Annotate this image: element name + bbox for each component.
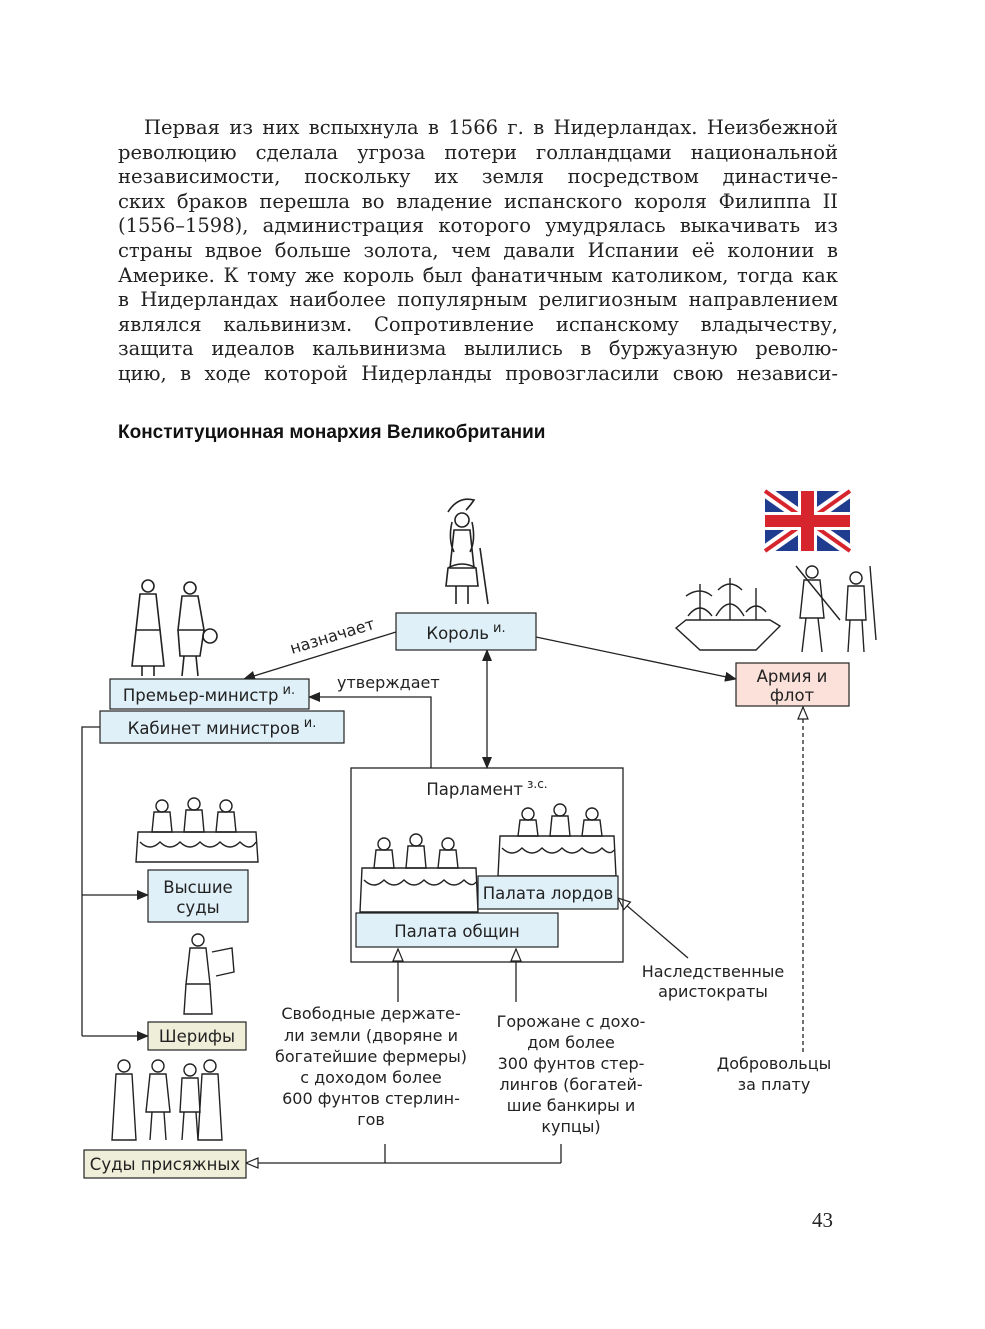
prime-minister-box bbox=[109, 678, 310, 710]
freeholders-line: гов bbox=[357, 1110, 385, 1129]
freeholders-line: Свободные держате- bbox=[281, 1004, 460, 1023]
jury-figures-icon bbox=[111, 1059, 223, 1141]
townsmen-line: купцы) bbox=[541, 1117, 600, 1136]
army-label-line2: флот bbox=[770, 686, 815, 705]
freeholders-line: с доходом более bbox=[300, 1068, 442, 1087]
paragraph-line: (1556–1598), администрация которого умуд… bbox=[118, 214, 838, 238]
hereditary-aristocrats-line1: Наследственные bbox=[642, 962, 785, 981]
paragraph-line: ских браков перешла во владение испанско… bbox=[118, 189, 838, 213]
king-box bbox=[395, 612, 537, 651]
hereditary-aristocrats-line2: аристократы bbox=[658, 982, 768, 1001]
approves-label: утверждает bbox=[337, 673, 440, 692]
freeholders-line: 600 фунтов стерлин- bbox=[282, 1089, 460, 1108]
high-courts-box bbox=[147, 869, 249, 923]
house-of-commons-box bbox=[355, 912, 559, 948]
lords-table-icon bbox=[497, 803, 617, 877]
cabinet-box bbox=[99, 710, 345, 744]
house-of-commons-label: Палата общин bbox=[394, 922, 519, 941]
townsmen-line: лингов (богатей- bbox=[499, 1075, 642, 1094]
ministers-figures-icon bbox=[131, 579, 218, 677]
paragraph-line: независимости, поскольку их земля посред… bbox=[118, 165, 838, 189]
freeholders-line: ли земли (дворяне и bbox=[284, 1026, 458, 1045]
king-figure-icon bbox=[445, 498, 489, 605]
parliament-frame bbox=[350, 767, 624, 963]
house-of-lords-box bbox=[477, 875, 619, 910]
high-courts-label-line2: суды bbox=[176, 898, 219, 917]
flag-of-great-britain-icon bbox=[761, 486, 854, 556]
paragraph-line: революцию сделала угроза потери голландц… bbox=[118, 140, 838, 164]
townsmen-line: 300 фунтов стер- bbox=[498, 1054, 645, 1073]
paragraph-line: защита идеалов кальвинизма вылились в бу… bbox=[118, 337, 838, 361]
volunteers-line2: за плату bbox=[738, 1075, 811, 1094]
paragraph-line: в Нидерландах наиболее популярным религи… bbox=[118, 288, 838, 312]
page-number: 43 bbox=[812, 1208, 833, 1232]
paragraph-line: Америке. К тому же король был фанатичным… bbox=[118, 263, 838, 287]
townsmen-line: Горожане с дохо- bbox=[497, 1012, 646, 1031]
sheriffs-box bbox=[147, 1021, 247, 1051]
army-fleet-icon bbox=[674, 565, 877, 653]
juries-label: Суды присяжных bbox=[90, 1155, 241, 1174]
townsmen-line: дом более bbox=[527, 1033, 615, 1052]
paragraph-line: являлся кальвинизм. Сопротивление испанс… bbox=[118, 312, 838, 336]
paragraph-line: страны вдвое больше золота, чем давали И… bbox=[118, 238, 838, 262]
army-label-line1: Армия и bbox=[757, 667, 828, 686]
sheriff-figure-icon bbox=[183, 933, 235, 1015]
sheriffs-label: Шерифы bbox=[159, 1027, 235, 1046]
freeholders-text: Свободные держате- ли земли (дворяне и б… bbox=[275, 1004, 467, 1129]
townsmen-line: шие банкиры и bbox=[507, 1096, 635, 1115]
paragraph-line: Первая из них вспыхнула в 1566 г. в Ниде… bbox=[144, 116, 838, 139]
commons-table-icon bbox=[359, 833, 479, 913]
army-box bbox=[735, 662, 850, 707]
body-paragraph: Первая из них вспыхнула в 1566 г. в Ниде… bbox=[118, 116, 838, 387]
juries-box bbox=[83, 1149, 247, 1179]
diagram-title: Конституционная монархия Великобритании bbox=[118, 422, 546, 443]
volunteers-line1: Добровольцы bbox=[717, 1054, 832, 1073]
paragraph-line: цию, в ходе которой Нидерланды провозгла… bbox=[118, 361, 838, 385]
connectors bbox=[81, 631, 803, 1163]
house-of-lords-label: Палата лордов bbox=[483, 884, 614, 903]
freeholders-line: богатейшие фермеры) bbox=[275, 1047, 467, 1066]
townsmen-text: Горожане с дохо- дом более 300 фунтов ст… bbox=[497, 1012, 646, 1136]
judges-table-icon bbox=[135, 797, 259, 863]
high-courts-label-line1: Высшие bbox=[163, 878, 232, 897]
